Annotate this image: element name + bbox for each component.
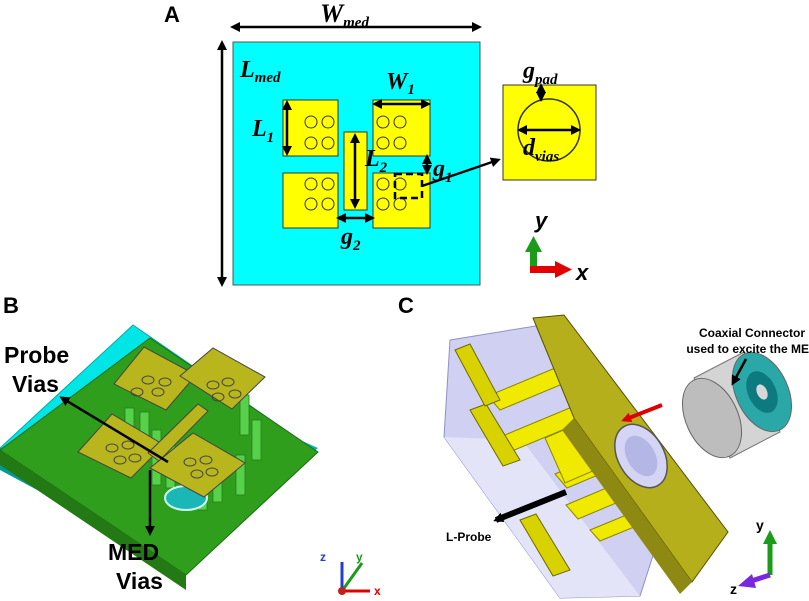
patches-3d — [77, 346, 266, 498]
axes-a: y x — [525, 208, 589, 285]
side-view-3d — [443, 314, 793, 599]
substrate-bottom-face — [444, 437, 640, 598]
med-vias-label-line1: MED — [108, 539, 159, 565]
med-vias-label-line2: Vias — [116, 568, 163, 594]
lprobe-label: L-Probe — [446, 530, 492, 544]
coax-label-line2: used to excite the MED — [686, 342, 809, 356]
coax-leader-arrow — [731, 358, 748, 386]
w-med-label: Wmed — [320, 0, 369, 31]
axis-a-y-label: y — [534, 208, 549, 233]
panel-label-b: B — [3, 293, 19, 318]
coaxial-connector — [681, 351, 793, 459]
axis-b-y — [340, 562, 364, 592]
w1-label: W1 — [386, 69, 415, 98]
panel-label-c: C — [398, 293, 414, 318]
coax-hole-inner — [624, 435, 658, 477]
d-vias-label: dvias — [523, 135, 559, 165]
axis-b-y-label: y — [356, 550, 363, 564]
lprobe-arrow — [493, 489, 568, 523]
probe-vias-arrow — [59, 396, 169, 464]
lprobe-brackets — [454, 343, 571, 577]
panel-label-a: A — [164, 2, 180, 27]
zoom-leader-arrow — [421, 157, 501, 188]
patch-bottom-left — [282, 172, 339, 229]
probe-vias-label-line1: Probe — [4, 342, 69, 368]
g2-label: g2 — [340, 224, 361, 254]
probe-vias-label-line2: Vias — [12, 371, 59, 397]
l2-label: L2 — [364, 146, 388, 176]
axis-a-x-label: x — [575, 260, 589, 285]
patch-bottom-right — [372, 172, 431, 229]
x-axis-arrow — [555, 261, 572, 278]
l1-label: L1 — [251, 116, 274, 146]
ground-plate-edge — [562, 418, 692, 594]
axes-b: z y x — [320, 550, 381, 598]
axis-b-origin — [338, 587, 346, 595]
patch-top-left — [282, 99, 339, 157]
patch-via-circles — [105, 375, 242, 479]
axis-b-x-label: x — [374, 584, 381, 598]
axis-c-y-label: y — [756, 517, 764, 533]
l-med-label: Lmed — [239, 57, 281, 86]
axes-c: y z — [730, 517, 777, 597]
axis-b-z-label: z — [320, 550, 326, 564]
y-axis-arrow — [525, 236, 542, 252]
ground-front-face — [0, 450, 186, 590]
g-pad-label: gpad — [522, 58, 558, 88]
patch-top-right — [372, 99, 431, 157]
coax-label-line1: Coaxial Connector — [699, 326, 805, 340]
excitation-arrow — [621, 403, 663, 423]
axis-c-z-label: z — [730, 581, 737, 597]
